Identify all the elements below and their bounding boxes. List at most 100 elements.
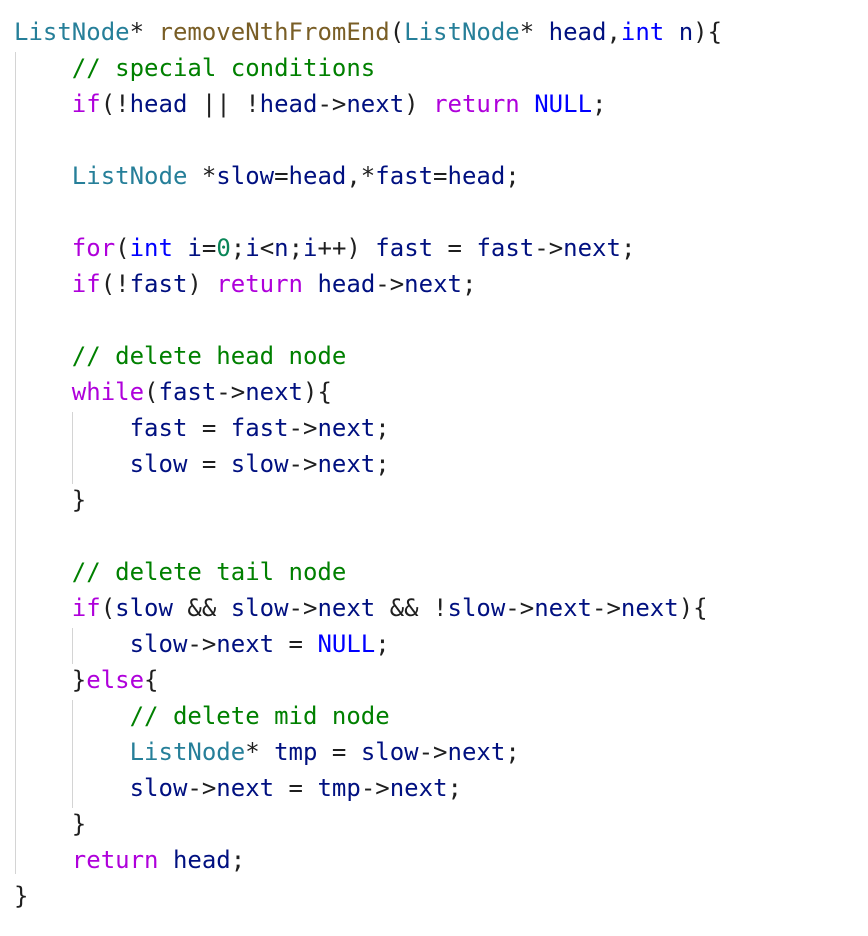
function-name-token: removeNthFromEnd (158, 18, 390, 46)
identifier-token: next (620, 594, 679, 622)
punctuation-token: ; (505, 162, 520, 190)
identifier-token: fast (158, 378, 217, 406)
punctuation-token (14, 846, 72, 874)
identifier-token: n (678, 18, 694, 46)
punctuation-token: = (433, 234, 477, 262)
code-line[interactable]: } (14, 878, 722, 914)
punctuation-token: = (274, 774, 318, 802)
code-line[interactable]: // delete tail node (14, 554, 722, 590)
code-lines[interactable]: ListNode* removeNthFromEnd(ListNode* hea… (14, 14, 722, 914)
code-line[interactable]: // delete mid node (14, 698, 722, 734)
punctuation-token (159, 846, 173, 874)
identifier-token: head (288, 162, 347, 190)
punctuation-token: } (14, 882, 29, 910)
identifier-token: head (259, 90, 318, 118)
code-line[interactable]: ListNode* tmp = slow->next; (14, 734, 722, 770)
code-line[interactable]: // delete head node (14, 338, 722, 374)
punctuation-token: , (606, 18, 621, 46)
code-line[interactable]: return head; (14, 842, 722, 878)
primitive-type-token: int (620, 18, 665, 46)
identifier-token: slow (129, 450, 188, 478)
punctuation-token (14, 594, 72, 622)
code-line[interactable]: slow->next = NULL; (14, 626, 722, 662)
code-line[interactable]: slow->next = tmp->next; (14, 770, 722, 806)
code-line[interactable]: while(fast->next){ (14, 374, 722, 410)
punctuation-token (14, 738, 130, 766)
punctuation-token: { (144, 666, 159, 694)
punctuation-token (303, 270, 317, 298)
code-line[interactable]: } (14, 482, 722, 518)
punctuation-token (14, 450, 130, 478)
punctuation-token (14, 558, 72, 586)
identifier-token: i (303, 234, 318, 262)
punctuation-token: = (317, 738, 361, 766)
punctuation-token: (! (100, 90, 130, 118)
code-line[interactable]: if(!head || !head->next) return NULL; (14, 86, 722, 122)
identifier-token: fast (476, 234, 535, 262)
punctuation-token: } (14, 666, 87, 694)
punctuation-token: -> (375, 270, 405, 298)
punctuation-token: ; (230, 846, 246, 874)
punctuation-token (664, 18, 678, 46)
punctuation-token: ++) (317, 234, 376, 262)
punctuation-token: ){ (693, 18, 723, 46)
code-line[interactable]: for(int i=0;i<n;i++) fast = fast->next; (14, 230, 722, 266)
punctuation-token: ( (115, 234, 130, 262)
code-line[interactable]: // special conditions (14, 50, 722, 86)
code-line[interactable] (14, 302, 722, 338)
code-line[interactable]: }else{ (14, 662, 722, 698)
punctuation-token: -> (288, 594, 318, 622)
identifier-token: n (274, 234, 289, 262)
punctuation-token: * (245, 738, 275, 766)
identifier-token: head (172, 846, 231, 874)
punctuation-token (14, 54, 72, 82)
punctuation-token: -> (534, 234, 564, 262)
code-line[interactable]: if(!fast) return head->next; (14, 266, 722, 302)
identifier-token: next (447, 738, 506, 766)
punctuation-token: -> (317, 90, 347, 118)
punctuation-token: ; (620, 234, 636, 262)
punctuation-token (520, 90, 534, 118)
punctuation-token: -> (187, 774, 217, 802)
punctuation-token (14, 774, 130, 802)
punctuation-token: * (519, 18, 549, 46)
code-line[interactable]: } (14, 806, 722, 842)
identifier-token: slow (447, 594, 506, 622)
keyword-token: for (71, 234, 116, 262)
identifier-token: next (216, 774, 275, 802)
indent-guide-if-body (72, 628, 73, 664)
type-token: ListNode (14, 18, 130, 46)
punctuation-token: = (201, 234, 217, 262)
punctuation-token (173, 234, 187, 262)
punctuation-token: ; (447, 774, 462, 802)
punctuation-token: = (187, 450, 231, 478)
identifier-token: next (317, 594, 376, 622)
code-line[interactable]: ListNode* removeNthFromEnd(ListNode* hea… (14, 14, 722, 50)
identifier-token: head (129, 90, 188, 118)
identifier-token: slow (129, 774, 188, 802)
identifier-token: slow (216, 162, 275, 190)
type-token: ListNode (129, 738, 246, 766)
comment-token: // delete head node (71, 342, 347, 370)
keyword-token: if (71, 270, 101, 298)
identifier-token: next (216, 630, 275, 658)
identifier-token: next (317, 450, 376, 478)
code-line[interactable]: slow = slow->next; (14, 446, 722, 482)
identifier-token: slow (115, 594, 173, 622)
code-line[interactable] (14, 194, 722, 230)
identifier-token: next (534, 594, 592, 622)
punctuation-token: || ! (187, 90, 260, 118)
punctuation-token: ) (404, 90, 434, 118)
code-line[interactable] (14, 518, 722, 554)
punctuation-token: -> (288, 450, 318, 478)
code-line[interactable] (14, 122, 722, 158)
punctuation-token (14, 414, 130, 442)
punctuation-token: ){ (678, 594, 708, 622)
code-line[interactable]: fast = fast->next; (14, 410, 722, 446)
punctuation-token: ; (375, 630, 390, 658)
code-line[interactable]: ListNode *slow=head,*fast=head; (14, 158, 722, 194)
identifier-token: fast (375, 162, 434, 190)
identifier-token: slow (230, 450, 289, 478)
code-line[interactable]: if(slow && slow->next && !slow->next->ne… (14, 590, 722, 626)
